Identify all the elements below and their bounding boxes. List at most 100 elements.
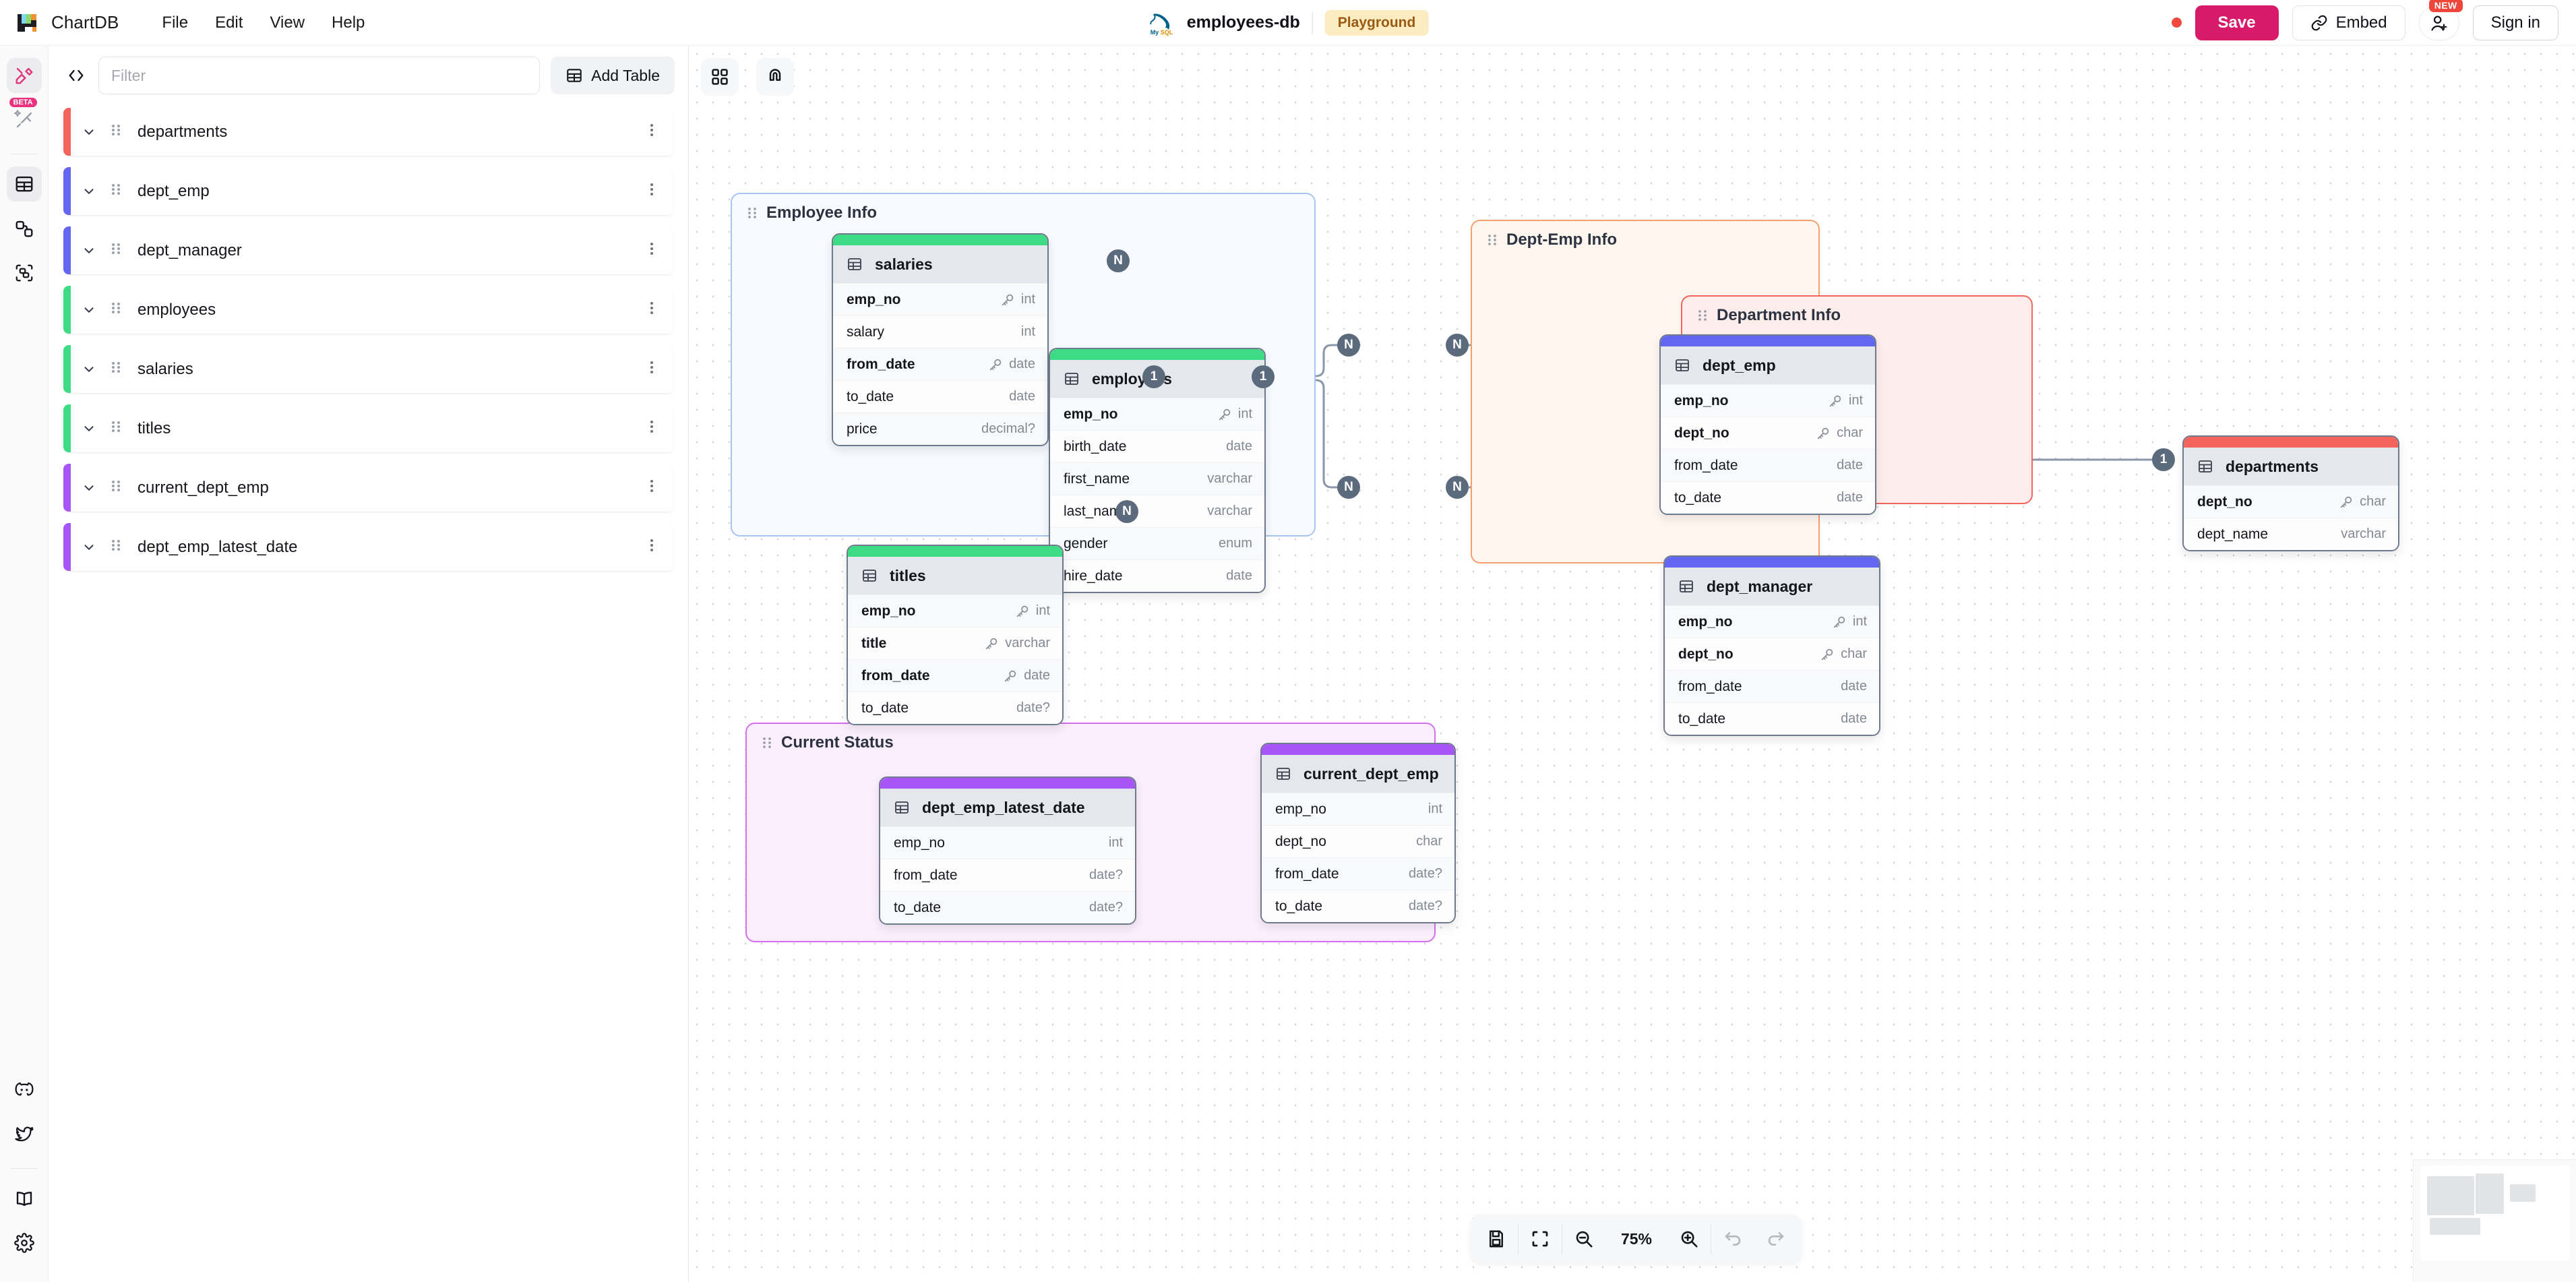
layout-grid-icon[interactable] — [701, 58, 739, 96]
add-table-button[interactable]: Add Table — [551, 57, 675, 94]
magnet-snap-icon[interactable] — [756, 58, 794, 96]
drag-handle-icon[interactable] — [109, 301, 123, 319]
more-options-icon[interactable] — [645, 241, 658, 260]
more-options-icon[interactable] — [645, 359, 658, 379]
chevron-down-icon[interactable] — [81, 125, 97, 140]
list-item[interactable]: salaries — [63, 345, 673, 394]
more-options-icon[interactable] — [645, 419, 658, 438]
list-item[interactable]: departments — [63, 108, 673, 156]
redo-icon[interactable] — [1754, 1219, 1798, 1259]
zoom-level-label[interactable]: 75% — [1620, 1229, 1653, 1248]
drag-handle-icon[interactable] — [1697, 309, 1708, 322]
list-item[interactable]: dept_manager — [63, 226, 673, 275]
drag-handle-icon[interactable] — [109, 479, 123, 497]
diagram-editor-icon[interactable] — [6, 58, 42, 93]
table-node-header[interactable]: dept_emp_latest_date — [880, 789, 1135, 826]
list-item[interactable]: dept_emp_latest_date — [63, 523, 673, 572]
chevron-down-icon[interactable] — [81, 243, 97, 258]
sign-in-button[interactable]: Sign in — [2472, 5, 2558, 40]
drag-handle-icon[interactable] — [109, 360, 123, 378]
table-node-header[interactable]: titles — [848, 557, 1062, 594]
table-node-header[interactable]: dept_manager — [1665, 568, 1879, 605]
more-options-icon[interactable] — [645, 537, 658, 557]
save-diagram-icon[interactable] — [1475, 1219, 1518, 1259]
chevron-down-icon[interactable] — [81, 481, 97, 495]
more-options-icon[interactable] — [645, 181, 658, 201]
zoom-in-icon[interactable] — [1667, 1219, 1711, 1259]
drag-handle-icon[interactable] — [109, 419, 123, 437]
profile-add-button[interactable]: NEW — [2418, 0, 2463, 40]
custom-types-icon[interactable] — [7, 255, 42, 291]
more-options-icon[interactable] — [645, 478, 658, 497]
tables-icon[interactable] — [6, 166, 42, 202]
collapse-panel-button[interactable] — [65, 64, 88, 87]
menu-edit[interactable]: Edit — [215, 13, 243, 32]
list-item[interactable]: employees — [63, 286, 673, 334]
table-node-header[interactable]: salaries — [833, 245, 1047, 283]
menu-help[interactable]: Help — [332, 13, 365, 32]
menu-view[interactable]: View — [270, 13, 305, 32]
chevron-down-icon[interactable] — [81, 303, 97, 317]
drag-handle-icon[interactable] — [109, 538, 123, 556]
minimap[interactable] — [2413, 1159, 2576, 1282]
more-options-icon[interactable] — [645, 122, 658, 142]
drag-handle-icon[interactable] — [109, 182, 123, 200]
more-options-icon[interactable] — [645, 300, 658, 319]
save-button[interactable]: Save — [2195, 5, 2279, 40]
drag-handle-icon[interactable] — [1487, 233, 1498, 247]
table-node-header[interactable]: current_dept_emp — [1262, 755, 1454, 793]
settings-gear-icon[interactable] — [7, 1225, 42, 1260]
table-node-header[interactable]: departments — [2184, 448, 2398, 485]
twitter-icon[interactable] — [7, 1117, 42, 1152]
discord-icon[interactable] — [7, 1072, 42, 1107]
list-item[interactable]: dept_emp — [63, 167, 673, 216]
drag-handle-icon[interactable] — [762, 736, 772, 750]
zoom-out-icon[interactable] — [1562, 1219, 1605, 1259]
chevron-down-icon[interactable] — [81, 362, 97, 377]
chevron-down-icon[interactable] — [81, 540, 97, 555]
menu-file[interactable]: File — [162, 13, 189, 32]
relationships-icon[interactable] — [7, 211, 42, 246]
filter-input[interactable] — [98, 57, 541, 94]
chevron-down-icon[interactable] — [81, 184, 97, 199]
undo-icon[interactable] — [1711, 1219, 1754, 1259]
